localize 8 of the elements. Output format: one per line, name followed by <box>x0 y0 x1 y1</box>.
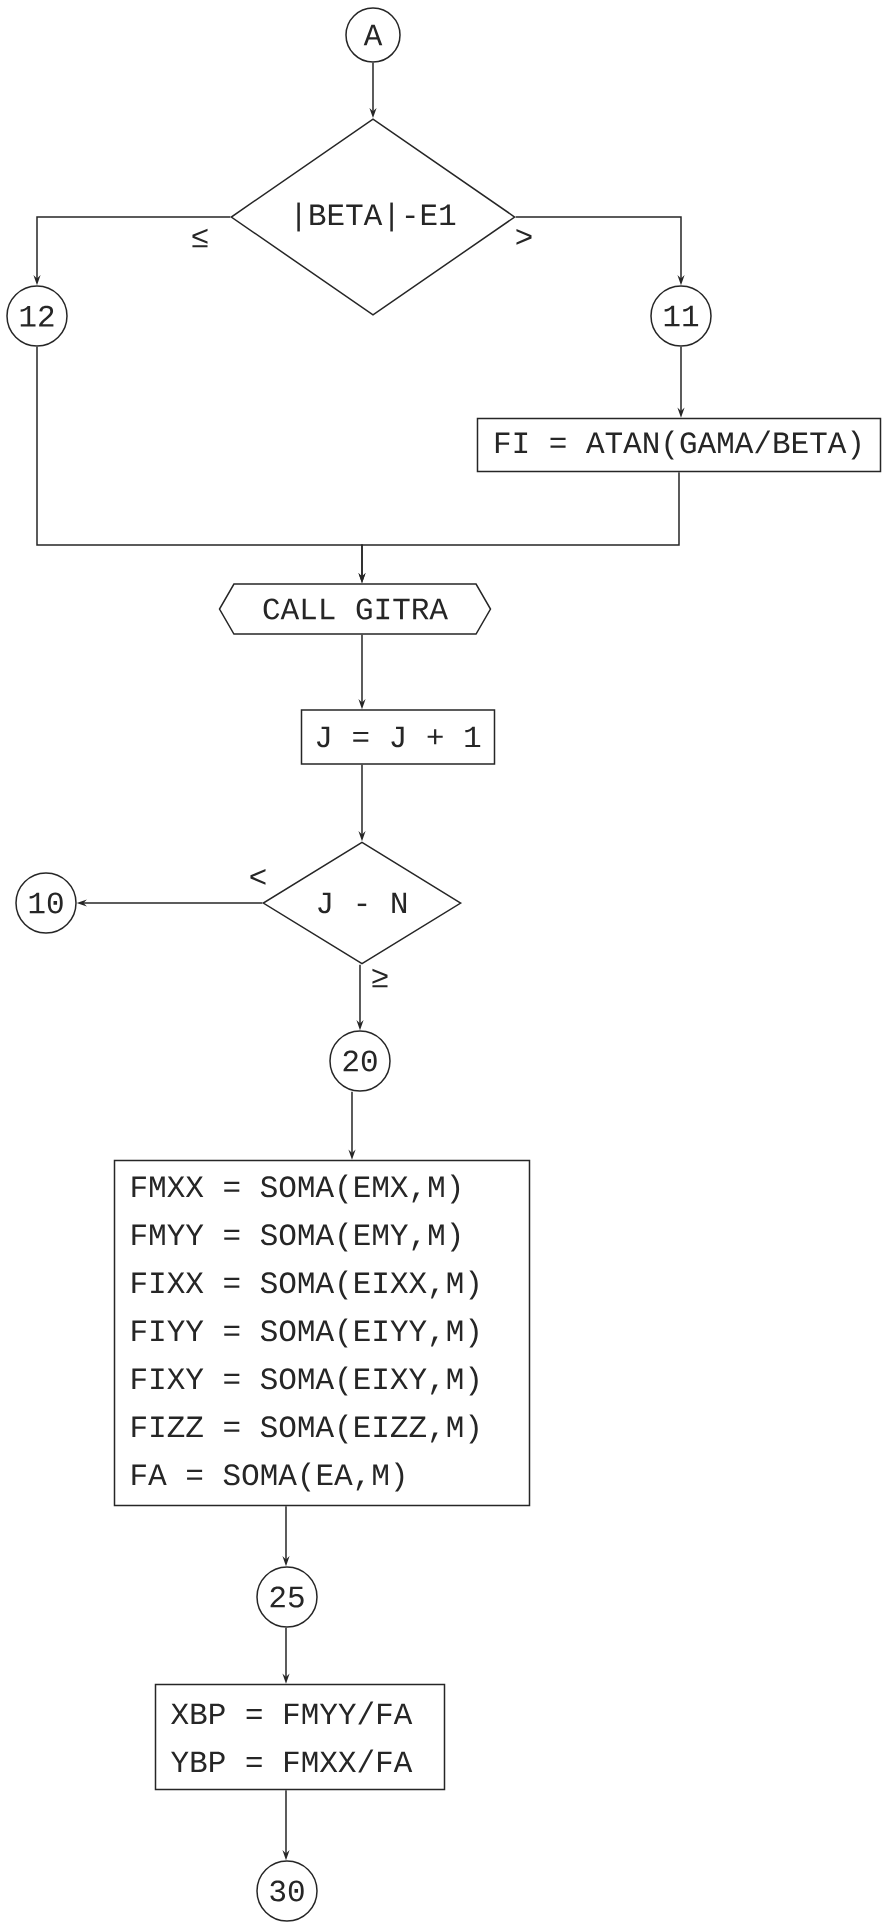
edge-label: > <box>513 228 535 249</box>
process-box: FI = ATAN(GAMA/BETA) <box>476 417 882 473</box>
process-box: J = J + 1 <box>300 709 496 765</box>
edge-label: ≥ <box>369 967 391 989</box>
process-box: FMXX = SOMA(EMX,M) FMYY = SOMA(EMY,M) FIXX = SOMA(EIXX,M) FIYY = SOMA(EIYY,M) FIXY = SOMA(EIXY,M) FIZZ = SOMA(EIZZ,M) FA = SOMA(EA,M) <box>113 1159 531 1507</box>
edge-label: ≤ <box>189 227 211 249</box>
subroutine-hexagon: CALL GITRA <box>218 583 492 635</box>
process-box: XBP = FMYY/FA YBP = FMXX/FA <box>154 1683 446 1791</box>
